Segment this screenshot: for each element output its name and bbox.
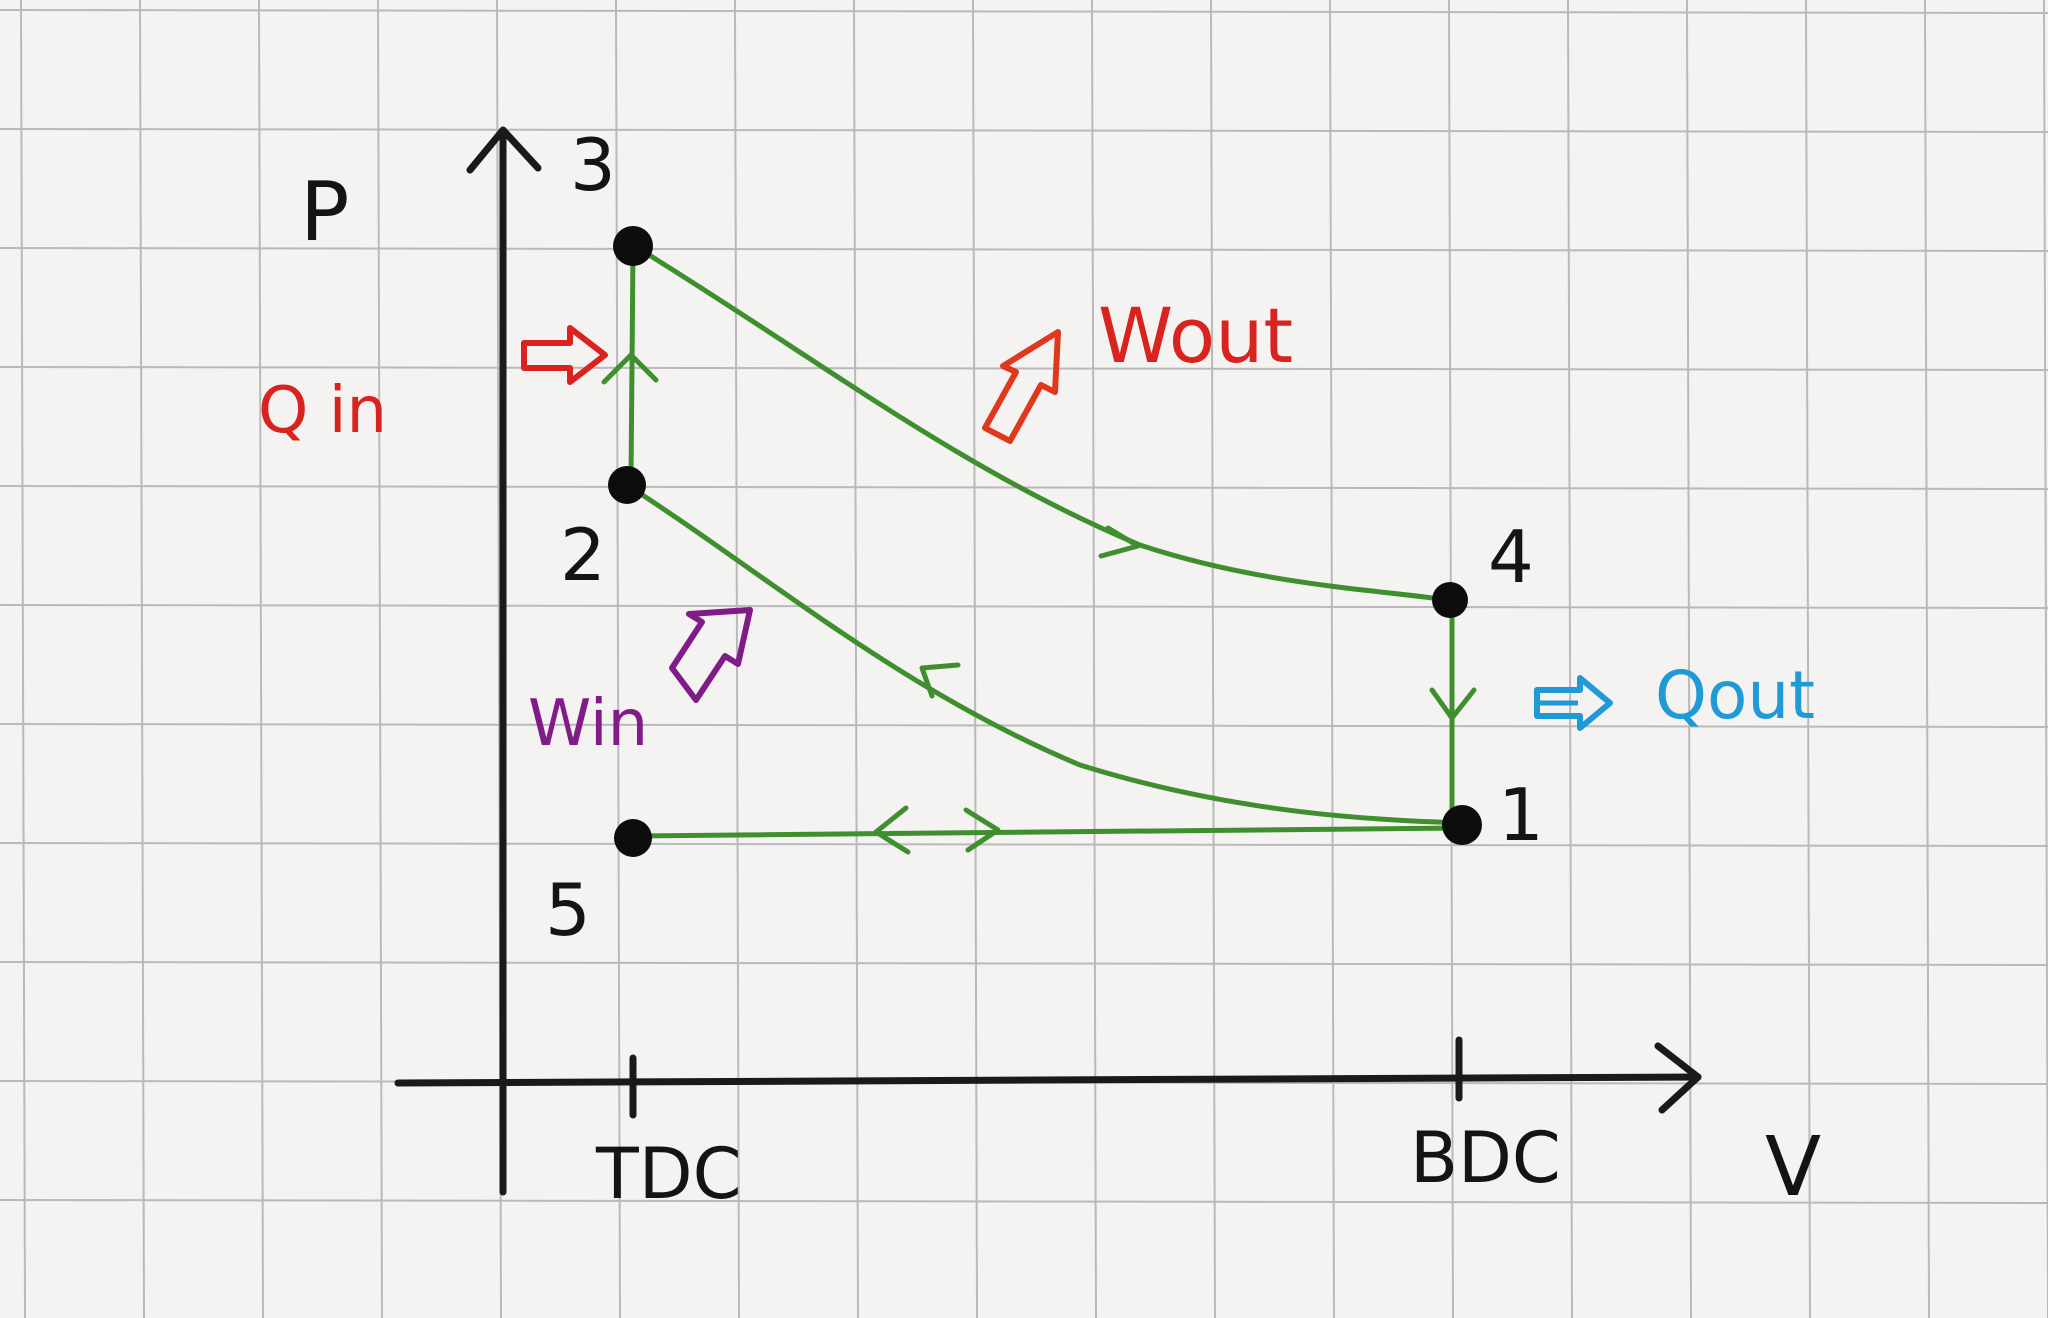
- bdc-label: BDC: [1410, 1117, 1561, 1199]
- w-out-arrow-icon: [982, 329, 1061, 444]
- w-in-label: Win: [528, 687, 648, 761]
- grid-line-horizontal: [0, 366, 2048, 371]
- arrow-up-2-3: [601, 352, 659, 385]
- grid-line-vertical: [139, 0, 145, 1318]
- grid-line-vertical: [1091, 0, 1097, 1318]
- grid-line-horizontal: [0, 604, 2048, 609]
- grid-line-horizontal: [0, 128, 2048, 133]
- compression-curve-1-2: [624, 482, 1465, 826]
- q-out-arrow-icon: [1534, 675, 1613, 731]
- grid-line-vertical: [1567, 0, 1573, 1318]
- point-1: [1442, 805, 1482, 845]
- cycle-paths: [601, 242, 1477, 855]
- arrow-right-5-1: [963, 807, 1001, 853]
- point-2-label: 2: [560, 513, 606, 597]
- x-axis-arrowhead: [1654, 1042, 1702, 1114]
- heat-addition-line-2-3: [628, 247, 636, 483]
- point-2: [608, 466, 646, 504]
- grid-line-vertical: [2043, 0, 2048, 1318]
- w-in-arrow-icon: [669, 607, 753, 703]
- point-4: [1432, 582, 1468, 618]
- intake-exhaust-line-5-1: [630, 825, 1463, 839]
- grid-line-vertical: [1329, 0, 1335, 1318]
- point-5: [614, 819, 652, 857]
- state-points: [608, 226, 1482, 857]
- q-out-label: Qout: [1655, 657, 1815, 734]
- arrow-down-4-1: [1429, 687, 1477, 721]
- grid-line-vertical: [258, 0, 264, 1318]
- grid-line-vertical: [1686, 0, 1692, 1318]
- point-3: [613, 226, 653, 266]
- axes: [394, 126, 1702, 1196]
- grid-line-vertical: [20, 0, 26, 1318]
- x-axis-line: [394, 1073, 1702, 1087]
- y-axis-arrowhead: [466, 126, 542, 174]
- grid-line-vertical: [1210, 0, 1216, 1318]
- grid-line-vertical: [853, 0, 859, 1318]
- grid-line-horizontal: [0, 9, 2048, 14]
- point-3-label: 3: [570, 123, 616, 207]
- grid-line-horizontal: [0, 842, 2048, 847]
- grid-line-vertical: [615, 0, 621, 1318]
- grid-line-horizontal: [0, 723, 2048, 728]
- point-5-label: 5: [545, 868, 591, 952]
- w-out-label: Wout: [1098, 291, 1293, 380]
- x-axis-label: V: [1765, 1120, 1821, 1215]
- tdc-label: TDC: [595, 1133, 742, 1215]
- grid-line-horizontal: [0, 1199, 2048, 1204]
- q-in-label: Q in: [258, 374, 387, 448]
- arrow-up-1-2: [919, 662, 961, 699]
- point-4-label: 4: [1488, 515, 1534, 599]
- grid-line-vertical: [1805, 0, 1811, 1318]
- grid-line-vertical: [377, 0, 383, 1318]
- grid-line-vertical: [1924, 0, 1930, 1318]
- expansion-curve-3-4: [630, 242, 1451, 603]
- arrow-down-3-4: [1098, 525, 1141, 559]
- energy-arrows: [521, 325, 1613, 731]
- point-1-label: 1: [1498, 773, 1544, 857]
- arrow-left-1-5: [873, 805, 911, 855]
- grid-line-vertical: [972, 0, 978, 1318]
- grid-line-horizontal: [0, 247, 2048, 252]
- q-in-arrow-icon: [521, 325, 608, 385]
- grid-line-horizontal: [0, 961, 2048, 966]
- y-axis-label: P: [300, 165, 349, 260]
